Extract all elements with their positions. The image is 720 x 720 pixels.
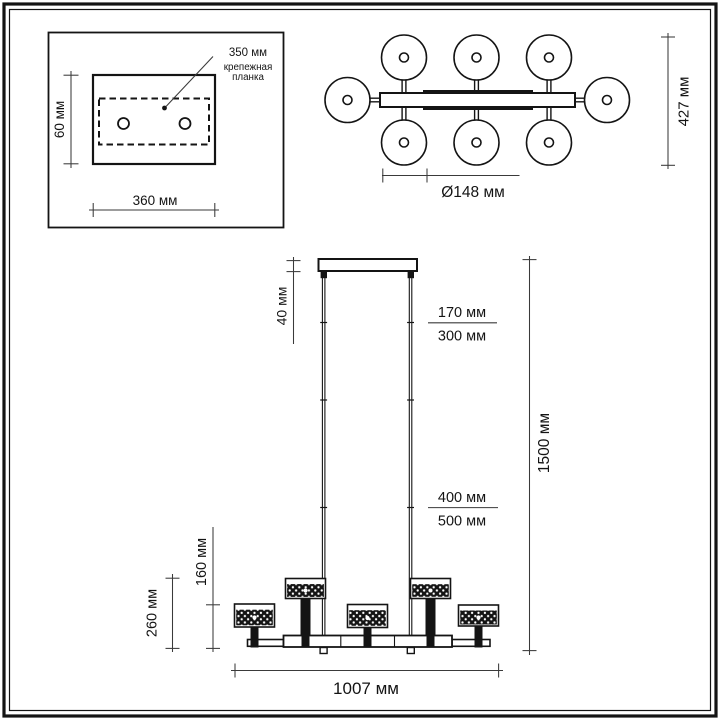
top-view-depth-dimension: 427 мм (661, 33, 693, 169)
plate-width-label: 360 мм (133, 193, 178, 208)
mounting-bracket-dashed-outline (98, 97, 210, 146)
suspension-rods (320, 271, 414, 637)
bracket-leader-line (165, 56, 214, 107)
top-view-shades (324, 34, 631, 166)
plate-height-label: 60 мм (52, 101, 67, 138)
tall-shade-left (284, 577, 327, 638)
bracket-length-label: 350 мм (229, 47, 267, 59)
lower-rod-min-label: 400 мм (438, 490, 486, 506)
mounting-hole-right (178, 117, 192, 130)
canopy-height-label: 40 мм (274, 287, 290, 326)
plate-height-dimension: 60 мм (52, 71, 79, 168)
large-shade-drop-dimension: 260 мм (145, 574, 180, 652)
ceiling-canopy (317, 258, 418, 272)
bracket-caption-line2: планка (232, 72, 264, 83)
bracket-anchor-dot (162, 105, 167, 111)
overall-height-label: 1500 мм (536, 413, 553, 473)
inset-panel-border (47, 31, 285, 229)
upper-rod-max-label: 300 мм (438, 329, 486, 345)
shade-diameter-label: Ø148 мм (441, 184, 505, 201)
overall-width-label: 1007 мм (333, 679, 399, 698)
bracket-caption-line1: крепежная (224, 62, 273, 73)
front-view: 40 мм 170 мм 300 мм 400 мм 500 мм 1500 м… (145, 256, 553, 698)
lower-rod-max-label: 500 мм (438, 514, 486, 530)
short-shade-center (346, 603, 389, 640)
overall-height-dimension: 1500 мм (522, 256, 553, 655)
bar-tab-left (319, 646, 328, 655)
small-shade-drop-dimension: 160 мм (194, 527, 220, 652)
overall-width-dimension: 1007 мм (231, 663, 503, 698)
lower-rod-range-label: 400 мм 500 мм (428, 490, 498, 530)
canopy-height-dimension: 40 мм (274, 257, 301, 344)
rod-collar-left (320, 271, 327, 279)
shade-diameter-dimension: Ø148 мм (382, 168, 520, 201)
mounting-plate-view: 350 мм крепежная планка 60 мм 360 мм (47, 31, 285, 229)
bar-tab-right (406, 646, 415, 655)
top-view: Ø148 мм 427 мм (324, 33, 693, 201)
tall-shade-right (409, 577, 452, 638)
mounting-plate-outline (91, 73, 217, 166)
rod-collar-right (407, 271, 414, 279)
upper-rod-range-label: 170 мм 300 мм (428, 305, 497, 345)
short-shade-left (233, 603, 276, 640)
upper-rod-min-label: 170 мм (438, 305, 486, 321)
small-shade-drop-label: 160 мм (194, 538, 210, 586)
short-shade-right (457, 604, 500, 640)
front-view-body-bar (246, 634, 491, 655)
mounting-hole-left (117, 117, 130, 130)
top-view-body-bar (379, 92, 576, 108)
top-view-depth-label: 427 мм (676, 77, 693, 127)
plate-width-dimension: 360 мм (89, 193, 219, 217)
large-shade-drop-label: 260 мм (145, 589, 161, 637)
